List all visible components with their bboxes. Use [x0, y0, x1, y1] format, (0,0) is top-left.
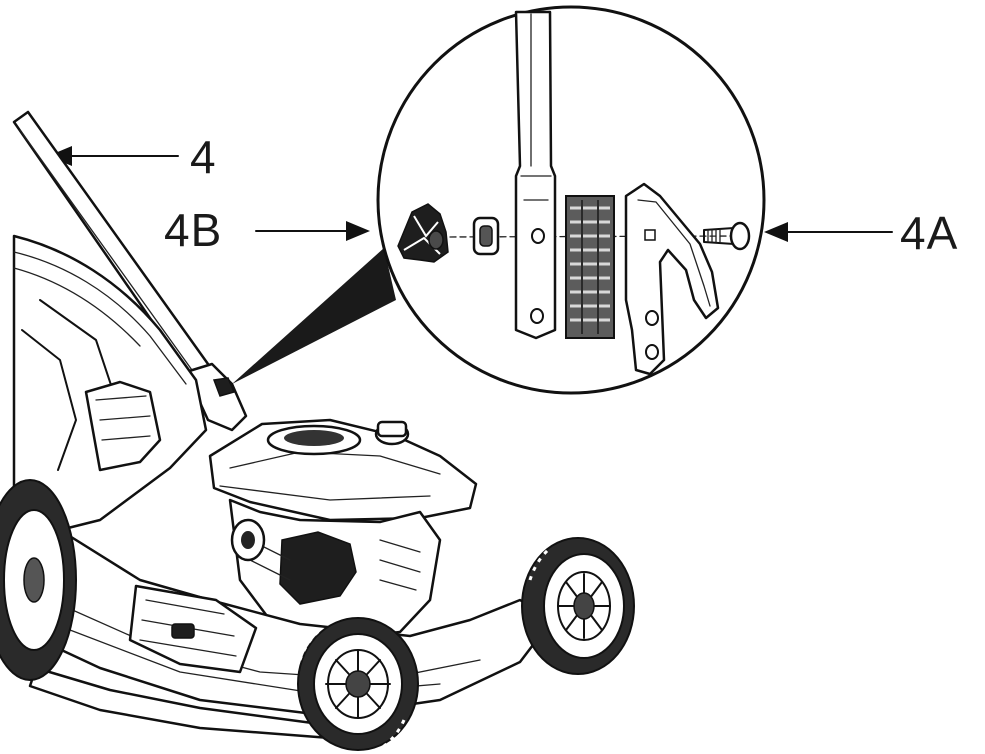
- callout-label-4b: 4B: [164, 204, 223, 256]
- callout-label-4a: 4A: [900, 207, 959, 259]
- arrow-right-icon: [255, 221, 370, 241]
- arrow-left-icon: [48, 146, 179, 166]
- rear-left-wheel: [0, 479, 77, 681]
- washer: [472, 216, 500, 256]
- arrow-left-icon: [764, 222, 893, 242]
- mower-handle: [12, 110, 248, 432]
- mounting-plate: [624, 182, 720, 376]
- magnifier-pointer: [232, 248, 396, 384]
- star-knob: [397, 203, 449, 263]
- detail-contents: [397, 10, 751, 376]
- front-left-wheel: [297, 617, 419, 751]
- grass-catcher: [12, 234, 208, 532]
- bracket-block: [565, 195, 615, 339]
- callout-label-4: 4: [190, 131, 217, 183]
- carriage-bolt: [703, 221, 751, 251]
- front-right-wheel: [521, 537, 635, 675]
- engine: [208, 418, 478, 642]
